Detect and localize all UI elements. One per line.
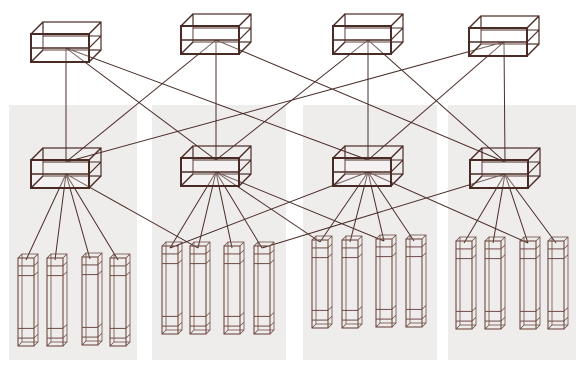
aggregation-rack-link bbox=[504, 173, 529, 244]
server-rack-13 bbox=[455, 236, 477, 330]
aggregation-rack-link bbox=[215, 171, 263, 249]
server-rack-8 bbox=[253, 241, 275, 335]
core-switch-3 bbox=[332, 13, 404, 55]
aggregation-rack-link bbox=[319, 171, 369, 243]
server-racks bbox=[17, 234, 569, 347]
core-aggregation-link bbox=[65, 47, 369, 161]
aggregation-rack-link bbox=[492, 173, 506, 244]
core-aggregation-link bbox=[65, 41, 505, 163]
server-rack-1 bbox=[17, 253, 39, 347]
aggregation-rack-link bbox=[367, 171, 529, 244]
server-rack-16 bbox=[547, 236, 569, 330]
aggregation-rack-link bbox=[349, 171, 369, 243]
aggregation-rack-link bbox=[215, 171, 233, 249]
core-aggregation-link bbox=[65, 47, 217, 161]
aggregation-rack-link bbox=[463, 173, 506, 244]
aggregation-rack-link bbox=[261, 173, 506, 249]
server-rack-10 bbox=[341, 235, 363, 329]
server-rack-6 bbox=[189, 241, 211, 335]
aggregation-rack-link bbox=[367, 171, 385, 242]
pod-panel-2 bbox=[152, 105, 286, 360]
aggregation-rack-link bbox=[169, 171, 217, 249]
aggregation-rack-link bbox=[367, 171, 415, 242]
aggregation-rack-link bbox=[197, 171, 217, 249]
pod-panels bbox=[9, 105, 576, 360]
pod-panel-3 bbox=[303, 105, 437, 360]
aggregation-rack-link bbox=[215, 171, 321, 243]
core-switch-4 bbox=[468, 15, 540, 57]
server-rack-15 bbox=[519, 236, 541, 330]
aggregation-rack-link bbox=[215, 171, 385, 242]
server-rack-9 bbox=[311, 235, 333, 329]
server-rack-12 bbox=[405, 234, 427, 328]
aggregation-switch-3 bbox=[332, 145, 404, 187]
server-rack-5 bbox=[161, 241, 183, 335]
pod-panel-4 bbox=[448, 105, 576, 360]
server-rack-4 bbox=[109, 253, 131, 347]
server-rack-11 bbox=[375, 234, 397, 328]
server-rack-7 bbox=[223, 241, 245, 335]
core-aggregation-link bbox=[503, 41, 506, 163]
core-aggregation-link bbox=[367, 41, 505, 161]
aggregation-switch-1 bbox=[30, 147, 102, 189]
aggregation-rack-link bbox=[504, 173, 557, 244]
core-switch-2 bbox=[180, 13, 252, 55]
core-aggregation-link bbox=[65, 39, 217, 163]
switches bbox=[30, 13, 541, 189]
core-switch-1 bbox=[30, 21, 102, 63]
server-rack-2 bbox=[46, 253, 68, 347]
server-rack-14 bbox=[484, 236, 506, 330]
aggregation-switch-4 bbox=[469, 147, 541, 189]
pod-panel-1 bbox=[9, 105, 137, 360]
aggregation-switch-2 bbox=[180, 145, 252, 187]
network-links bbox=[25, 39, 557, 261]
core-aggregation-link bbox=[215, 39, 506, 163]
server-rack-3 bbox=[81, 252, 103, 346]
